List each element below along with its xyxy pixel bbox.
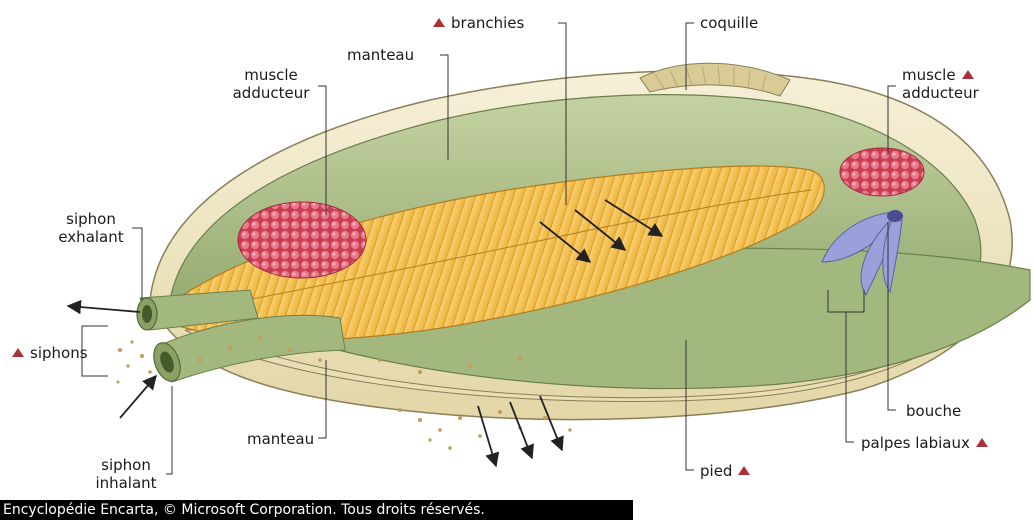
label-branchies[interactable]: branchies: [433, 14, 524, 32]
link-triangle-icon: [738, 466, 750, 475]
link-triangle-icon: [962, 70, 974, 79]
label-coquille: coquille: [700, 14, 758, 32]
label-siphons[interactable]: siphons: [12, 344, 88, 362]
label-muscle-adducteur-right[interactable]: muscle adducteur: [902, 66, 979, 102]
label-siphon-inhalant: siphon inhalant: [86, 456, 166, 492]
label-pied[interactable]: pied: [700, 462, 750, 480]
mouth: [887, 210, 903, 222]
label-manteau-top: manteau: [347, 46, 414, 64]
link-triangle-icon: [976, 438, 988, 447]
copyright-footer: Encyclopédie Encarta, © Microsoft Corpor…: [0, 500, 633, 520]
label-siphon-exhalant: siphon exhalant: [52, 210, 130, 246]
adductor-muscle-left: [238, 202, 366, 278]
label-manteau-bottom: manteau: [247, 430, 314, 448]
label-palpes-labiaux[interactable]: palpes labiaux: [861, 434, 988, 452]
link-triangle-icon: [12, 348, 24, 357]
label-muscle-adducteur-left: muscle adducteur: [228, 66, 314, 102]
adductor-muscle-right: [840, 148, 924, 196]
label-bouche: bouche: [906, 402, 961, 420]
link-triangle-icon: [433, 18, 445, 27]
